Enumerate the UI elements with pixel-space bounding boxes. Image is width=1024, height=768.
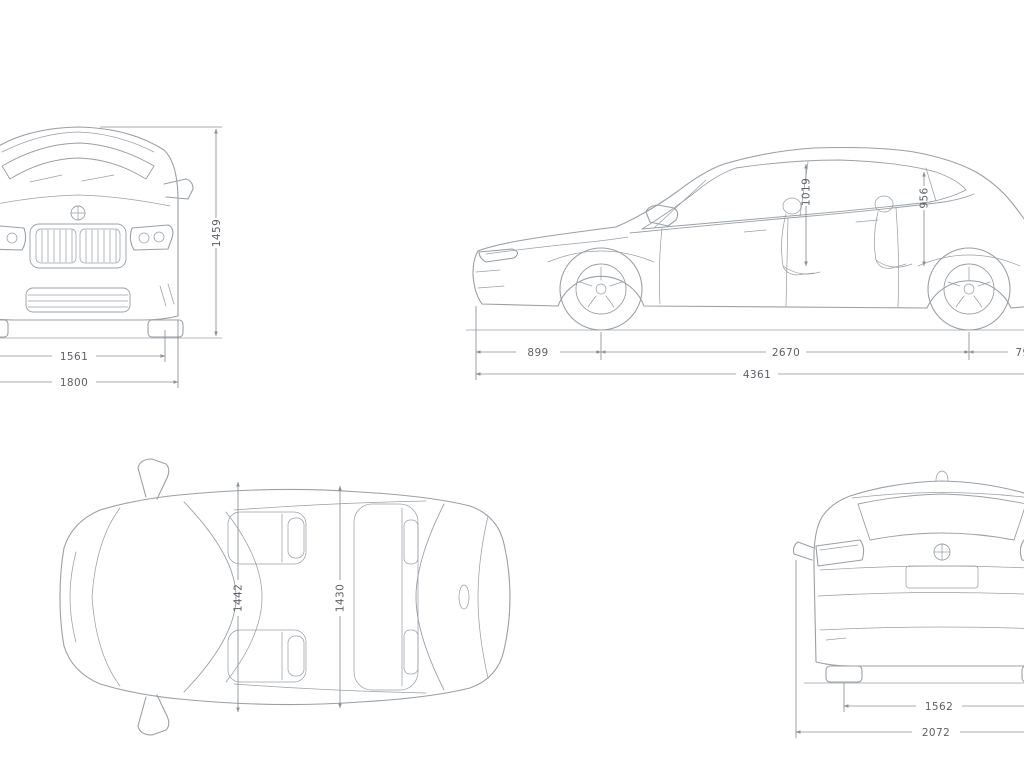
bmw-roundel-front (70, 205, 86, 221)
side-hood-crease (485, 236, 629, 255)
front-hood-crease (0, 194, 171, 207)
headlight-left (0, 225, 27, 251)
side-glasshouse (641, 159, 967, 230)
front-lower-outline (0, 315, 179, 321)
dim-top-front-width: 1442 (233, 584, 245, 612)
rear-wheel-left (825, 665, 863, 683)
side-upper-outline (477, 146, 1024, 252)
top-fender-crease (91, 507, 121, 687)
dim-front-overhang: 899 (527, 347, 548, 359)
dim-front-width: 1800 (60, 377, 88, 389)
rear-window (857, 493, 1024, 541)
front-view-dimensions: 1459 1561 1800 (0, 126, 223, 389)
taillight-left (815, 539, 865, 567)
license-plate-recess (905, 565, 979, 589)
top-roof-side-lines (233, 500, 427, 694)
front-wheel-right (147, 319, 184, 338)
dim-rear-track: 1562 (925, 701, 953, 713)
dim-wheelbase: 2670 (772, 347, 800, 359)
top-front-seats (227, 511, 307, 683)
dim-front-headroom: 1019 (801, 178, 813, 206)
roof-antenna (458, 584, 470, 610)
rear-wheel-arch (917, 254, 1021, 267)
top-view (59, 458, 511, 736)
top-rear-bench (353, 503, 419, 691)
front-view (0, 126, 223, 339)
trunk-crease (819, 565, 1024, 571)
rear-seat (874, 195, 913, 269)
top-mirror-right (137, 694, 170, 736)
top-front-contour (69, 551, 77, 643)
bmw-roundel-rear (933, 543, 951, 561)
windshield-inner (653, 179, 707, 229)
rear-wheel (927, 247, 1011, 331)
top-rear-window-arc (415, 503, 445, 691)
dim-front-height: 1459 (211, 219, 223, 247)
dim-rear-overall-width: 2072 (922, 727, 950, 739)
dim-rear-overhang: 792 (1015, 347, 1024, 359)
front-windshield (1, 142, 155, 180)
front-body-outline (0, 126, 179, 317)
side-lower-outline (472, 250, 1024, 309)
front-mirror-right (163, 178, 194, 200)
dim-top-rear-width: 1430 (335, 584, 347, 612)
front-wipers (29, 174, 115, 183)
top-windshield-arc (183, 501, 237, 693)
top-roof-front-arc (225, 511, 263, 683)
side-view-dimensions: 1019 956 899 2670 792 4361 (475, 163, 1024, 381)
front-air-intake (25, 283, 175, 313)
rear-reflectors (825, 637, 847, 641)
shark-fin-antenna (935, 470, 949, 482)
top-view-dimensions: 1442 1430 (233, 481, 347, 713)
taillight-right (1019, 539, 1024, 561)
side-mirror (645, 204, 679, 227)
rear-body-outline (813, 480, 1024, 663)
grille-bars (41, 229, 117, 263)
side-headlight (478, 248, 519, 263)
front-wheel (559, 247, 643, 331)
dim-overall-length: 4361 (743, 369, 771, 381)
kidney-grille (29, 223, 127, 269)
b-pillar (799, 161, 809, 217)
front-wheel-left (0, 319, 9, 338)
front-seat (781, 197, 821, 276)
front-roof-line (1, 131, 155, 153)
front-wheel-arch (547, 250, 655, 263)
door-lines (658, 207, 900, 308)
headlight-right (129, 224, 174, 251)
rear-wheel-right (1021, 665, 1024, 683)
top-hatch-line (477, 515, 489, 679)
side-view (465, 146, 1024, 331)
door-handle-rear (855, 219, 879, 223)
front-bumper-lines (475, 269, 505, 289)
rear-view-dimensions: 1562 2072 (795, 560, 1024, 739)
c-pillar (925, 167, 937, 202)
rear-bumper-lines (817, 592, 1024, 631)
top-body-outline (59, 488, 511, 706)
rear-spoiler-line (851, 492, 1024, 499)
top-mirror-left (137, 458, 170, 500)
door-handle-front (743, 229, 767, 233)
rear-mirror-left (792, 541, 815, 561)
rear-lower-outline (815, 661, 1024, 667)
rear-view (792, 470, 1024, 684)
side-belt-line (629, 193, 975, 234)
dim-rear-headroom: 956 (919, 187, 931, 208)
dim-front-track: 1561 (60, 351, 88, 363)
